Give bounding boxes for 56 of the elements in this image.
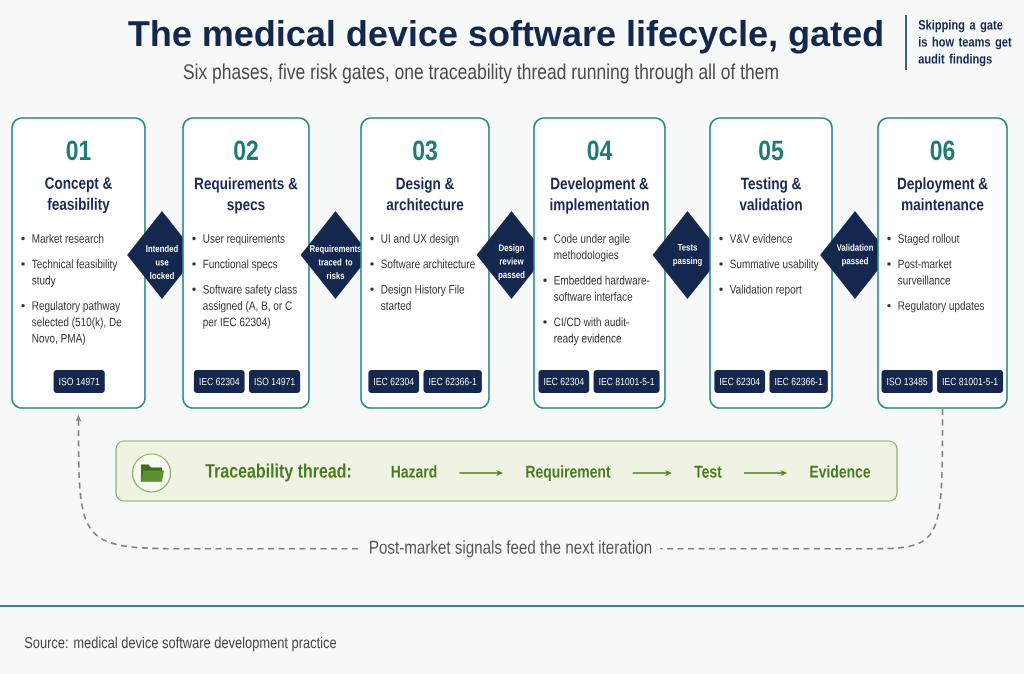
bullet-item: Validation report bbox=[729, 284, 802, 297]
standard-badge: IEC 62366-1 bbox=[769, 370, 828, 393]
standard-badge: ISO 14971 bbox=[53, 370, 105, 393]
phase-number: 03 bbox=[413, 140, 437, 161]
standard-badge: IEC 62304 bbox=[538, 370, 590, 393]
phase-number: 01 bbox=[66, 140, 91, 161]
bullet-item: Market research bbox=[32, 233, 104, 243]
bullet-item: Regulatory updates bbox=[898, 300, 985, 313]
phase-number: 04 bbox=[587, 140, 613, 161]
bullet-item: Post-market surveillance bbox=[898, 259, 952, 285]
phase-title: Testing & validation bbox=[739, 177, 802, 211]
phase-card bbox=[533, 117, 666, 409]
bullet-item: Technical feasibility study bbox=[31, 259, 118, 287]
phase-title: Design & architecture bbox=[386, 177, 464, 211]
standard-badge: ISO 13485 bbox=[881, 370, 933, 393]
phase-card bbox=[182, 117, 310, 409]
bullet-item: Functional specs bbox=[203, 259, 278, 271]
phase-number: 05 bbox=[759, 140, 784, 161]
phase-number: 02 bbox=[234, 140, 258, 161]
phase-card bbox=[709, 117, 833, 409]
step-label: Evidence bbox=[810, 465, 871, 478]
bullet-item: Regulatory pathway selected (510(k), De Novo, PMA) bbox=[32, 300, 122, 345]
step-label: Test bbox=[694, 465, 722, 478]
step-label: Hazard bbox=[391, 465, 437, 478]
page-title: The medical device software lifecycle, gated bbox=[128, 19, 882, 54]
bullet-item: CI/CD with audit-ready evidence bbox=[554, 317, 629, 345]
bullet-item: Code under agile methodologies bbox=[554, 233, 630, 262]
source-note: Source: medical device software development practice bbox=[24, 636, 337, 652]
subtitle: Six phases, five risk gates, one traceability thread running through all of them bbox=[183, 63, 778, 84]
bullet-item: V&V evidence bbox=[729, 233, 793, 243]
standard-badge: IEC 62304 bbox=[193, 370, 245, 393]
standard-badge: IEC 62304 bbox=[368, 370, 420, 393]
phase-title: Development & implementation bbox=[550, 177, 649, 214]
step-label: Requirement bbox=[526, 465, 611, 482]
phase-title: Concept & feasibility bbox=[45, 177, 112, 214]
phase-title: Requirements & specs bbox=[195, 177, 298, 214]
bullet-item: Embedded hardware-software interface bbox=[554, 275, 650, 301]
standard-badge: IEC 62366-1 bbox=[423, 370, 482, 393]
edge-label: Post-market signals feed the next iteration bbox=[360, 538, 661, 560]
side-note: Skipping a gate is how teams get audit findings bbox=[918, 19, 1012, 67]
phase-title: Deployment & maintenance bbox=[897, 177, 988, 211]
phase-card bbox=[360, 117, 490, 409]
bullet-item: Software architecture bbox=[381, 259, 475, 269]
phase-card bbox=[11, 117, 146, 409]
standard-badge: IEC 62304 bbox=[714, 370, 766, 393]
phase-card bbox=[877, 117, 1008, 409]
bullet-item: Summative usability bbox=[730, 259, 819, 271]
standard-badge: ISO 14971 bbox=[249, 370, 301, 393]
phase-number: 06 bbox=[930, 140, 955, 161]
bullet-item: Staged rollout bbox=[898, 233, 960, 246]
bullet-item: User requirements bbox=[203, 233, 285, 246]
bullet-item: Software safety class assigned (A, B, or C per IEC 62304) bbox=[203, 284, 297, 329]
standard-badge: IEC 81001-5-1 bbox=[937, 370, 1004, 393]
bullet-item: UI and UX design bbox=[381, 233, 459, 246]
bullet-item: Design History File started bbox=[381, 284, 465, 310]
standard-badge: IEC 81001-5-1 bbox=[593, 370, 660, 393]
